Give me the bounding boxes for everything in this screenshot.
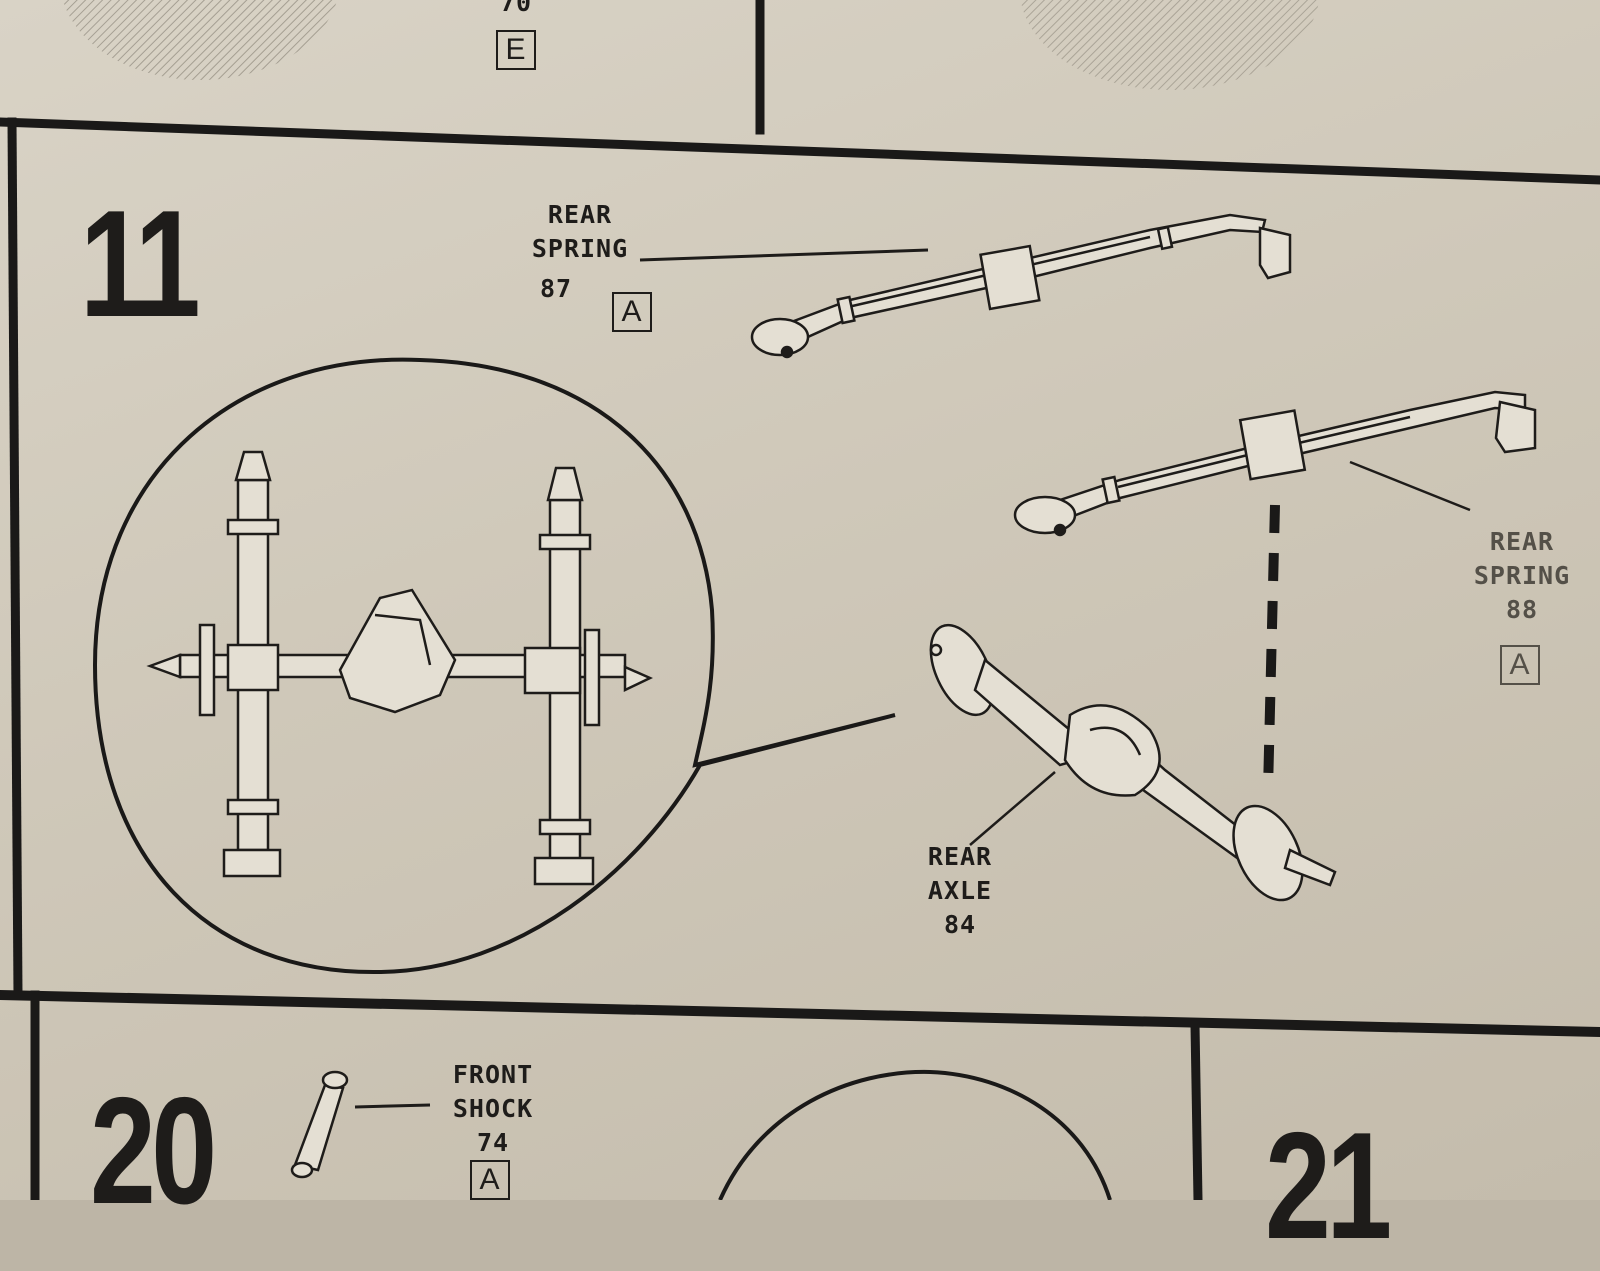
rear-spring-upper-line1: REAR: [547, 200, 613, 229]
top-part-label: 70: [500, 0, 532, 20]
rear-spring-lower-line2: SPRING: [1473, 561, 1571, 590]
rear-spring-upper-leader: [639, 248, 929, 262]
front-shock-line1: FRONT: [452, 1060, 534, 1089]
detail-callout-bubble: [92, 357, 896, 975]
rear-spring-upper-drawing: [750, 213, 1292, 359]
step-20-detail-circle: [718, 1069, 1112, 1200]
top-sheet-letter-box: E: [496, 30, 536, 70]
top-part-number: 70: [500, 0, 533, 17]
instruction-artwork: [0, 0, 1600, 1200]
top-view-assembly-drawing: [146, 450, 653, 886]
rear-spring-upper-part-number: 87: [540, 274, 573, 303]
step-11-number: 11: [80, 179, 201, 349]
top-sheet-letter: E: [496, 30, 536, 70]
rear-axle-line1: REAR: [927, 842, 993, 871]
rear-spring-upper-line2: SPRING: [531, 234, 629, 263]
front-shock-sheet-box: A: [470, 1160, 510, 1200]
rear-axle-line2: AXLE: [927, 876, 993, 905]
panel-borders: [0, 0, 1600, 1200]
rear-spring-upper-label: REAR SPRING: [515, 198, 645, 266]
step-20-number: 20: [90, 1066, 217, 1236]
step-21-number: 21: [1265, 1101, 1392, 1271]
front-shock-drawing: [290, 1070, 349, 1179]
rear-axle-part-number: 84: [943, 910, 977, 939]
rear-axle-leader: [969, 771, 1056, 846]
assembly-dashed-line: [1263, 504, 1280, 791]
rear-spring-lower-part-number: 88: [1505, 595, 1539, 624]
rear-spring-lower-sheet-letter: A: [1500, 645, 1540, 685]
front-shock-label: FRONT SHOCK 74: [438, 1058, 548, 1160]
front-shock-sheet-letter: A: [470, 1160, 510, 1200]
rear-spring-lower-sheet-box: A: [1500, 645, 1540, 685]
top-left-wheel-detail: [62, 0, 338, 80]
rear-spring-upper-sheet-box: A: [612, 292, 652, 332]
front-shock-line2: SHOCK: [452, 1094, 534, 1123]
top-right-wheel-detail: [1020, 0, 1320, 90]
rear-axle-drawing: [929, 623, 1337, 902]
rear-spring-lower-label: REAR SPRING 88: [1462, 525, 1582, 627]
front-shock-part-number: 74: [476, 1128, 510, 1157]
rear-spring-lower-leader: [1349, 460, 1471, 512]
rear-spring-upper-sheet-letter: A: [612, 292, 652, 332]
front-shock-leader: [354, 1103, 431, 1109]
rear-spring-lower-line1: REAR: [1489, 527, 1555, 556]
rear-spring-lower-drawing: [1013, 390, 1537, 537]
rear-axle-label: REAR AXLE 84: [905, 840, 1015, 942]
